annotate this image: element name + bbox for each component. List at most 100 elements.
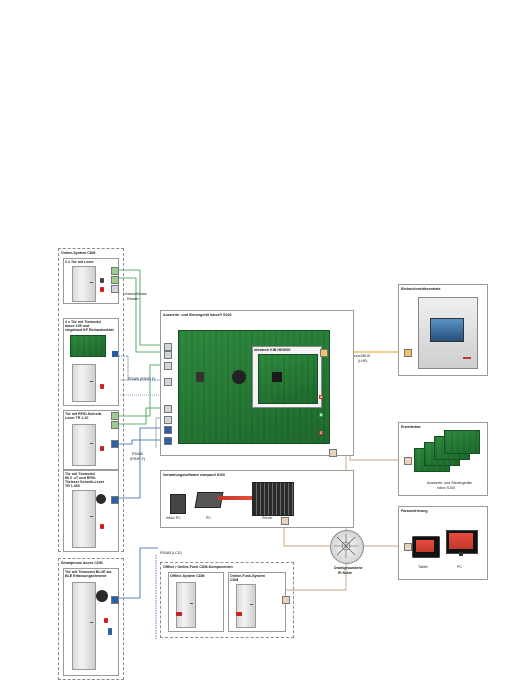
parameter-caption-pc: PC bbox=[457, 565, 462, 569]
extension-caption-2: Inbox S100 bbox=[437, 486, 456, 490]
smartphone-door-label-1: Tür mit Türmodul BLUE als bbox=[65, 570, 112, 574]
battery-icon bbox=[232, 370, 246, 384]
controller-title: Auswerte- und Steuergerät Inbox® S100 bbox=[163, 313, 232, 317]
door-image bbox=[72, 582, 96, 670]
door-image bbox=[72, 266, 96, 302]
output-badge: A bbox=[319, 395, 324, 399]
alarm-central-title: Einbruchmeldezentrale bbox=[401, 287, 441, 291]
controller-terminal bbox=[164, 437, 172, 445]
door2-label-1: 4 x Tür mit Türmodul bbox=[65, 320, 101, 324]
connector-terminal bbox=[111, 267, 119, 275]
green-wire-door3b bbox=[116, 407, 163, 425]
door4-label-3: Türleser Schreib-Leser bbox=[65, 480, 105, 484]
door-image bbox=[176, 582, 196, 628]
brand-logo bbox=[463, 357, 471, 359]
extension-board bbox=[444, 430, 480, 454]
offline-box2-label-1: Online-Funk-System bbox=[230, 574, 265, 578]
smartphone-panel bbox=[58, 558, 124, 680]
blue-wire-door2 bbox=[116, 355, 163, 381]
controller-terminal bbox=[329, 449, 337, 457]
converter-label-1: Umschaltrelais bbox=[123, 292, 147, 296]
controller-terminal bbox=[164, 351, 172, 359]
door-image bbox=[72, 424, 96, 466]
reader-icon bbox=[100, 524, 104, 529]
blue-wire-door4b bbox=[116, 439, 163, 445]
offline-panel bbox=[160, 562, 294, 638]
connector-terminal bbox=[111, 440, 119, 448]
chip-icon bbox=[196, 372, 204, 382]
reader-icon bbox=[100, 384, 104, 389]
tablet-screen bbox=[416, 540, 434, 552]
output-badge: C bbox=[319, 431, 324, 435]
parameter-terminal bbox=[404, 543, 412, 551]
controller-terminal bbox=[164, 416, 172, 424]
chip-icon bbox=[272, 372, 282, 382]
reader-icon bbox=[100, 446, 104, 451]
connector-terminal bbox=[111, 276, 119, 284]
door3-label-1: Tür mit RFID-Schreib- bbox=[65, 412, 103, 416]
monitor-stand bbox=[459, 552, 463, 556]
rs485-label-1: RS485 (RS/IP-F) bbox=[128, 377, 156, 381]
door-knob-icon bbox=[96, 590, 108, 602]
connector-terminal bbox=[111, 596, 119, 604]
door4-label-2: tB 3 -xT und RFID- bbox=[65, 476, 97, 480]
rs485-label-3: (RS/IP-F) bbox=[130, 457, 146, 461]
door-image bbox=[236, 584, 256, 628]
rs485-label-2: RS485 bbox=[132, 452, 143, 456]
server-rack-icon bbox=[252, 482, 294, 516]
connector-terminal bbox=[111, 285, 119, 293]
door4-label-4: TR 1.360 bbox=[65, 484, 80, 488]
blue-wire-smartphone bbox=[116, 547, 158, 599]
green-wire-door1b bbox=[116, 277, 163, 353]
green-wire-door3 bbox=[116, 364, 163, 417]
laptop-icon bbox=[194, 492, 224, 508]
extension-caption-1: Auswerte- und Steuergeräte bbox=[427, 481, 472, 485]
door1-label: 2 x Tür mit Leser bbox=[65, 260, 94, 264]
extension-terminal bbox=[404, 457, 412, 465]
door3-label-2: Leser TR 1.10 bbox=[65, 416, 89, 420]
parameter-title: Parametrierung bbox=[401, 509, 428, 513]
connector-terminal bbox=[111, 496, 119, 504]
monitor-screen bbox=[449, 533, 473, 549]
reader-icon bbox=[236, 612, 242, 616]
controller-terminal bbox=[164, 362, 172, 370]
network-star-icon bbox=[334, 534, 358, 558]
reader-icon bbox=[100, 287, 104, 292]
cerz-label-1: cerz2BUS bbox=[354, 354, 371, 358]
green-wire-door1 bbox=[116, 269, 163, 346]
cerz-label-2: (LHE) bbox=[358, 359, 368, 363]
offline-terminal bbox=[282, 596, 290, 604]
controller-terminal bbox=[164, 426, 172, 434]
reader-icon bbox=[104, 618, 108, 623]
router-label-2: IP-Netze bbox=[338, 571, 353, 575]
door4-label-1: Tür mit Türmodul bbox=[65, 472, 95, 476]
offline-box2-label-2: CDM bbox=[230, 578, 239, 582]
door-image bbox=[72, 364, 96, 402]
connector-terminal bbox=[111, 412, 119, 420]
subboard-pcb bbox=[258, 354, 318, 404]
controller-terminal bbox=[164, 343, 172, 351]
software-caption-pc: PC bbox=[206, 516, 211, 520]
connection-arrow-icon bbox=[218, 496, 252, 500]
extension-title: Erweiterbar bbox=[401, 425, 421, 429]
smartphone-icon bbox=[108, 628, 112, 635]
alarm-central-display bbox=[430, 318, 464, 342]
online-system-title: Online-System CDM bbox=[61, 251, 96, 255]
subboard-label: intratech KiB HK5000 bbox=[254, 348, 291, 352]
software-caption-server: Server bbox=[262, 516, 273, 520]
controller-terminal bbox=[164, 378, 172, 386]
router-label-1: Drahtgebundene bbox=[334, 566, 363, 570]
door2-label-3: eingebaut KP Einbaukontakt bbox=[65, 328, 114, 332]
offline-box1-label: Offline-System CDM bbox=[170, 574, 205, 578]
door2-label-2: Inbox 105 und bbox=[65, 324, 90, 328]
software-title: Verwaltungssoftware compactl S100 bbox=[163, 473, 226, 477]
blue-module-icon bbox=[112, 351, 118, 357]
reader-icon bbox=[100, 278, 104, 283]
software-terminal bbox=[281, 517, 289, 525]
converter-label-2: Reader bbox=[127, 297, 139, 301]
output-badge: B bbox=[319, 413, 324, 417]
tan-wire-software-router bbox=[283, 522, 330, 547]
connector-terminal bbox=[111, 421, 119, 429]
smartphone-door-label-2: BLE Erfassungselement bbox=[65, 574, 107, 578]
central-terminal bbox=[404, 349, 412, 357]
